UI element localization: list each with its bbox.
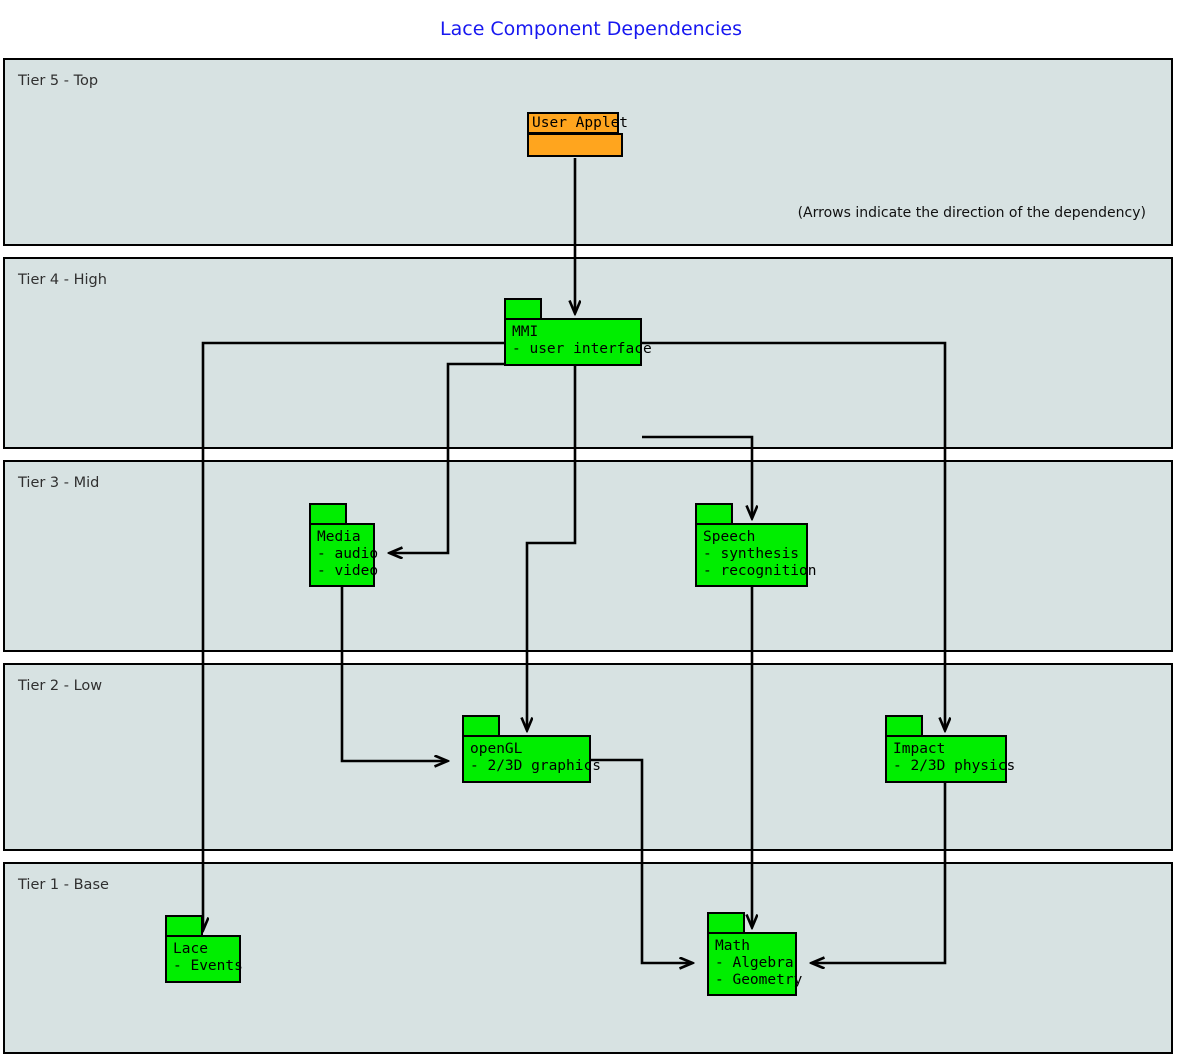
user-applet-body xyxy=(527,133,623,157)
media-name: Media xyxy=(317,529,361,545)
page-title: Lace Component Dependencies xyxy=(440,18,742,40)
speech-item-0: - synthesis xyxy=(703,546,800,562)
math-item-0: - Algebra xyxy=(715,955,794,971)
media-item-1: - video xyxy=(317,563,379,579)
mmi-body: MMI - user interface xyxy=(504,318,652,366)
opengl-body: openGL - 2/3D graphics xyxy=(462,735,601,783)
package-tab-icon xyxy=(695,503,733,525)
package-tab-icon xyxy=(462,715,500,737)
package-tab-icon xyxy=(504,298,542,320)
impact-name: Impact xyxy=(893,741,946,757)
speech-body: Speech - synthesis - recognition xyxy=(695,523,817,587)
tier-label-3: Tier 3 - Mid xyxy=(18,475,100,491)
tier-label-5: Tier 5 - Top xyxy=(18,73,99,89)
arrow-direction-note: (Arrows indicate the direction of the de… xyxy=(797,205,1146,221)
math-item-1: - Geometry xyxy=(715,972,803,988)
tier-label-2: Tier 2 - Low xyxy=(18,678,103,694)
lace-item-0: - Events xyxy=(173,958,243,974)
package-tab-icon xyxy=(309,503,347,525)
package-tab-icon xyxy=(885,715,923,737)
package-tab-icon xyxy=(165,915,203,937)
tier-label-1: Tier 1 - Base xyxy=(18,877,109,893)
opengl-name: openGL xyxy=(470,741,523,757)
impact-item-0: - 2/3D physics xyxy=(893,758,1016,774)
math-body: Math - Algebra - Geometry xyxy=(707,932,803,996)
mmi-item-0: - user interface xyxy=(512,341,652,357)
math-name: Math xyxy=(715,938,750,954)
tier-panel-3: Tier 3 - Mid xyxy=(3,460,1173,652)
media-body: Media - audio - video xyxy=(309,523,379,587)
user-applet-label: User Applet xyxy=(527,112,628,134)
impact-body: Impact - 2/3D physics xyxy=(885,735,1016,783)
package-tab-icon xyxy=(707,912,745,934)
speech-item-1: - recognition xyxy=(703,563,817,579)
lace-name: Lace xyxy=(173,941,208,957)
media-item-0: - audio xyxy=(317,546,379,562)
tier-label-4: Tier 4 - High xyxy=(18,272,107,288)
speech-name: Speech xyxy=(703,529,756,545)
opengl-item-0: - 2/3D graphics xyxy=(470,758,601,774)
lace-body: Lace - Events xyxy=(165,935,243,983)
mmi-name: MMI xyxy=(512,324,539,340)
